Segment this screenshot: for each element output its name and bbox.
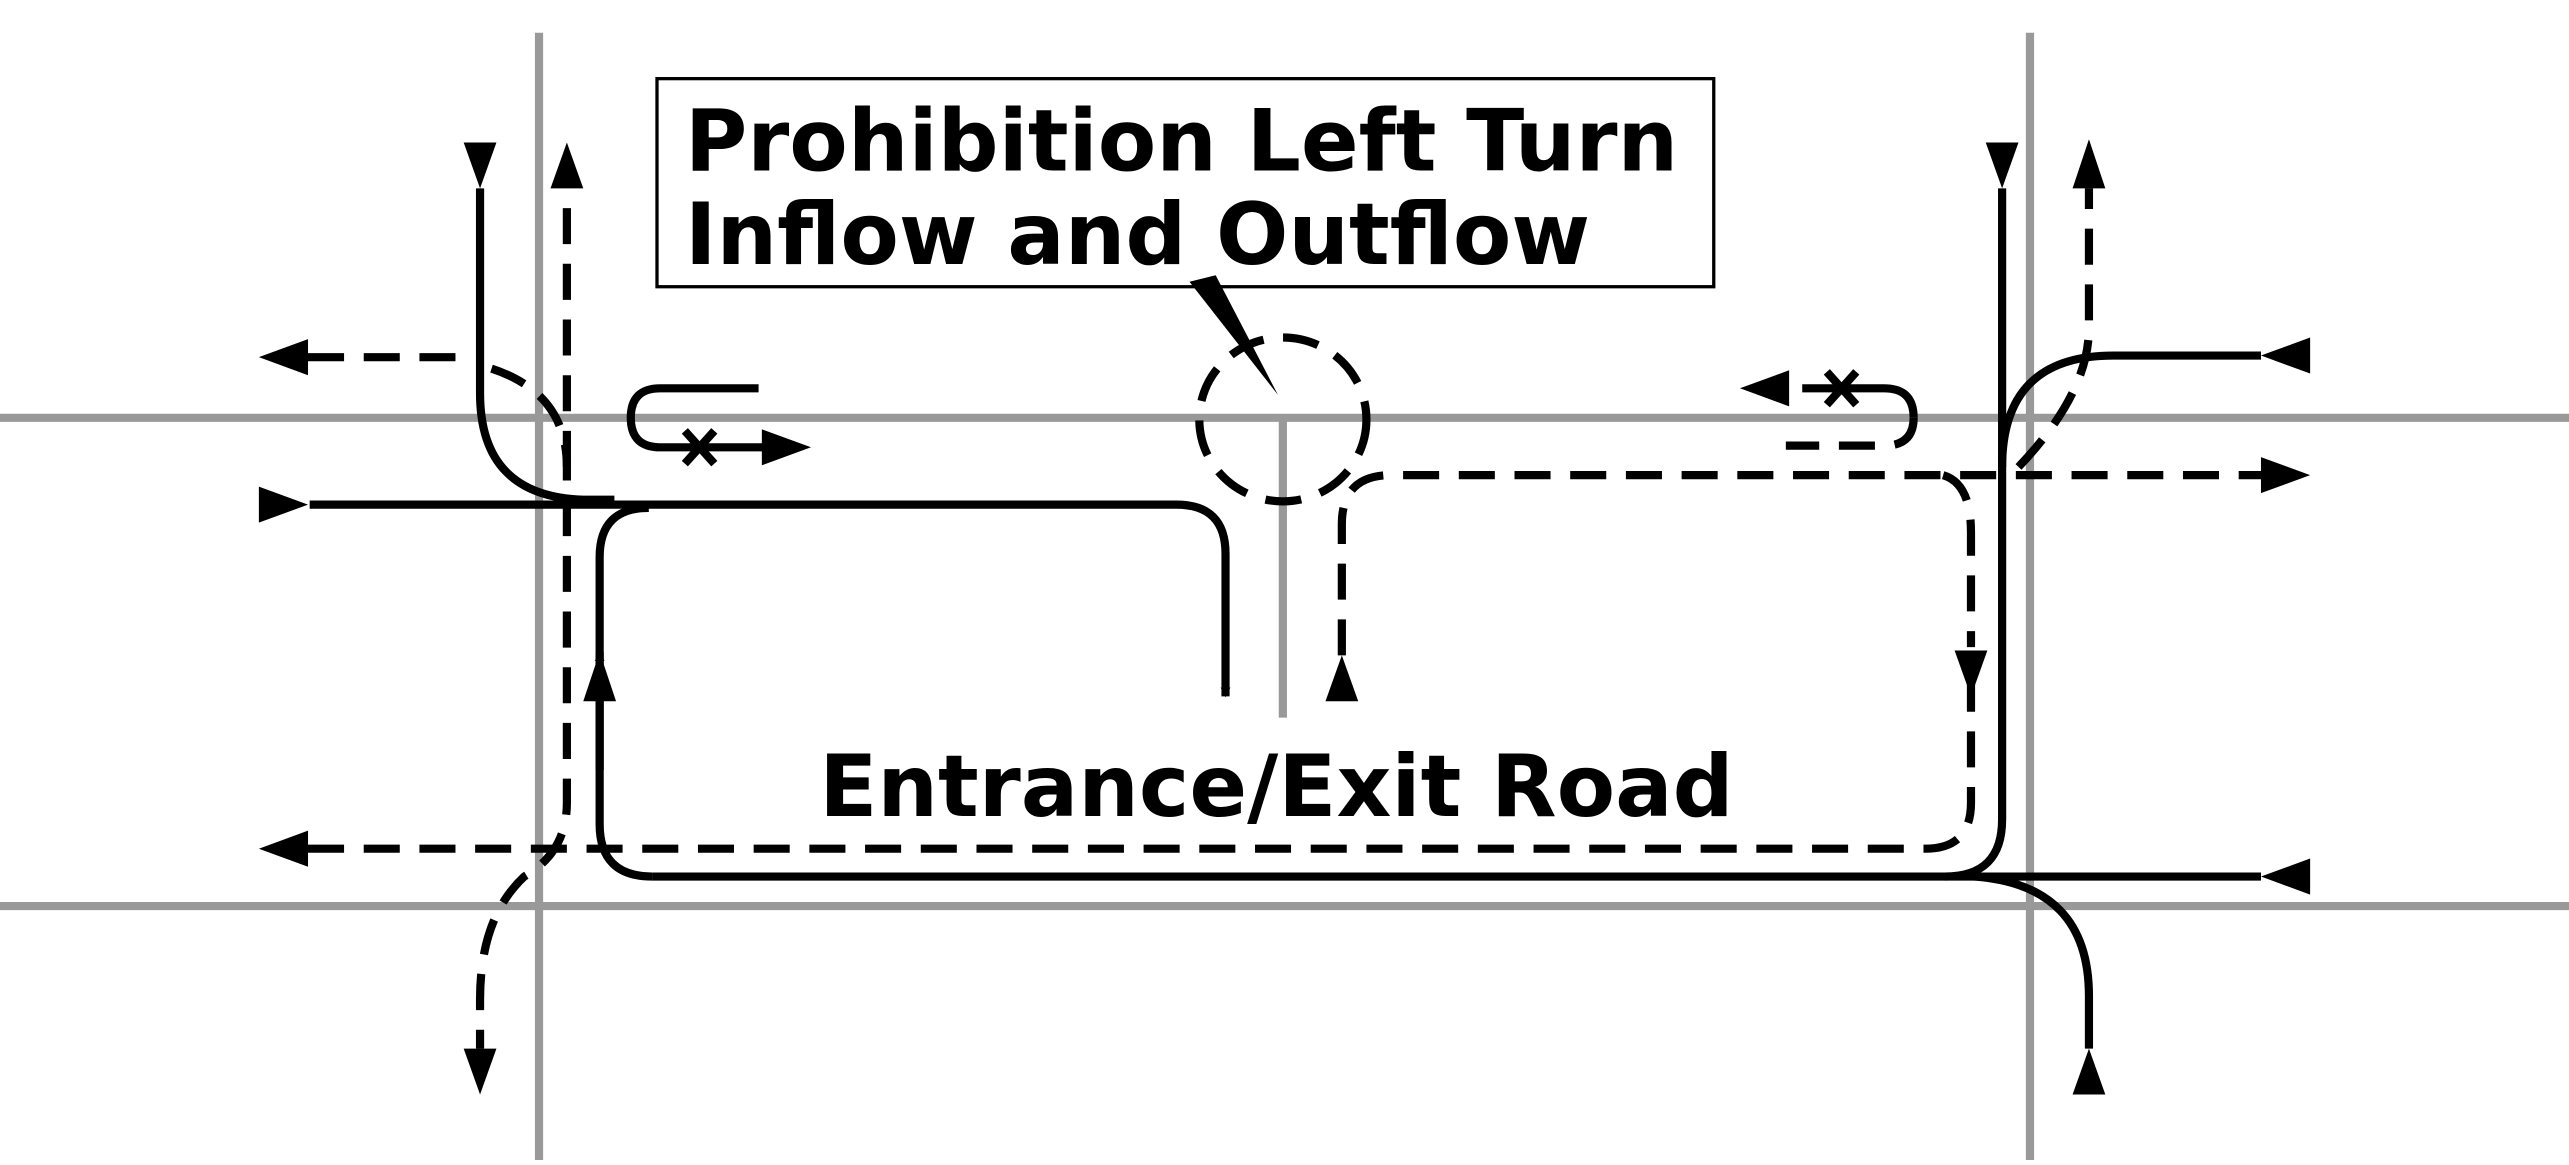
arrowhead-u-left [761, 429, 812, 466]
prohibited-marks [681, 369, 1860, 467]
arrowhead-west-bottom-out [258, 830, 309, 867]
prohibition-highlight-circle [1195, 333, 1371, 506]
u-turn-right-bottom [1785, 417, 1918, 450]
road-network [0, 32, 2569, 1160]
outflow-right-curve-north [2015, 188, 2094, 470]
arrowhead-north-right [1985, 142, 2019, 189]
outflow-arrowheads [258, 139, 2311, 1095]
inflow-north-right-down [1944, 188, 2007, 881]
outflow-left-curve [475, 364, 571, 1049]
callout-pointer [1189, 275, 1278, 395]
outflow-routes [308, 188, 2261, 1049]
outflow-exit-to-east [1337, 471, 2261, 656]
callout-line-2: Inflow and Outflow [685, 186, 1590, 285]
callout-box [655, 77, 1716, 289]
inflow-east-bottom [1970, 872, 2261, 1049]
prohibited-cross-icon [681, 428, 718, 467]
arrowhead-west-top [258, 486, 309, 523]
u-turn-left [626, 384, 771, 452]
arrowhead-east-out [2260, 457, 2311, 494]
entrance-exit-road-label: Entrance/Exit Road [819, 738, 1733, 837]
arrowhead-inner-loop-up [583, 652, 617, 702]
arrowhead-south-right [2072, 1048, 2106, 1095]
inflow-routes [309, 188, 2261, 1049]
prohibited-cross-icon [1823, 369, 1860, 408]
arrowhead-south-left-out [463, 1048, 497, 1095]
arrowhead-u-right-out [1739, 370, 1790, 407]
inflow-north-left-to-east [475, 188, 615, 504]
arrowhead-east-top [2260, 337, 2311, 374]
arrowhead-north-left [463, 142, 497, 189]
callout: Prohibition Left Turn Inflow and Outflow [655, 77, 1716, 395]
arrowhead-east-bottom [2260, 858, 2311, 895]
inflow-west-to-entrance [309, 500, 1231, 698]
arrowhead-north-right-out [2072, 139, 2106, 189]
inflow-east-top-turn [1998, 351, 2261, 467]
outflow-west-bottom [308, 671, 1976, 853]
inflow-arrowheads [258, 142, 2311, 1095]
arrowhead-exit-up [1325, 655, 1359, 702]
outflow-right-vertical [1941, 471, 1976, 648]
arrowhead-right-down-out [1954, 650, 1988, 697]
arrowhead-north-left-out [550, 142, 584, 189]
callout-line-1: Prohibition Left Turn [685, 92, 1678, 191]
u-turn-right-top [1802, 384, 1918, 419]
arrowhead-west-top-out [258, 339, 309, 376]
